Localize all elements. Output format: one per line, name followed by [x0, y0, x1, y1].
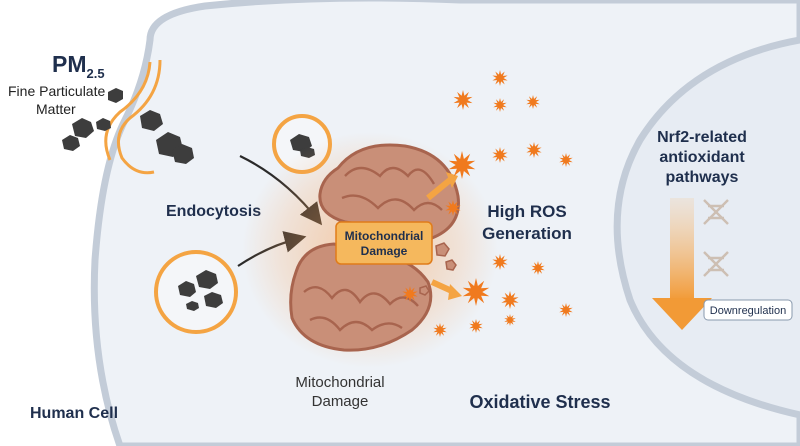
- nrf2-line3: pathways: [666, 169, 739, 186]
- mito-box-line1: Mitochondrial: [345, 229, 424, 243]
- mito-caption-line2: Damage: [312, 393, 369, 410]
- mito-damage-box: Mitochondrial Damage: [336, 222, 432, 264]
- nrf2-line2: antioxidant: [659, 149, 745, 166]
- nrf2-line1: Nrf2-related: [657, 129, 747, 146]
- pm-symbol: PM2.5: [52, 51, 105, 81]
- mito-caption-line1: Mitochondrial: [295, 374, 384, 391]
- endocytosis-label: Endocytosis: [166, 203, 261, 220]
- high-ros-line2: Generation: [482, 224, 572, 243]
- vesicle-bottom: [156, 252, 236, 332]
- mito-box-line2: Damage: [361, 244, 408, 258]
- pm-label-line1: Fine Particulate: [8, 83, 105, 99]
- downregulation-label: Downregulation: [710, 305, 786, 317]
- high-ros-line1: High ROS: [487, 202, 566, 221]
- downregulation-badge: Downregulation: [704, 300, 792, 320]
- oxidative-stress-label: Oxidative Stress: [469, 392, 610, 412]
- pm-label-line2: Matter: [36, 101, 76, 117]
- human-cell-label: Human Cell: [30, 405, 118, 422]
